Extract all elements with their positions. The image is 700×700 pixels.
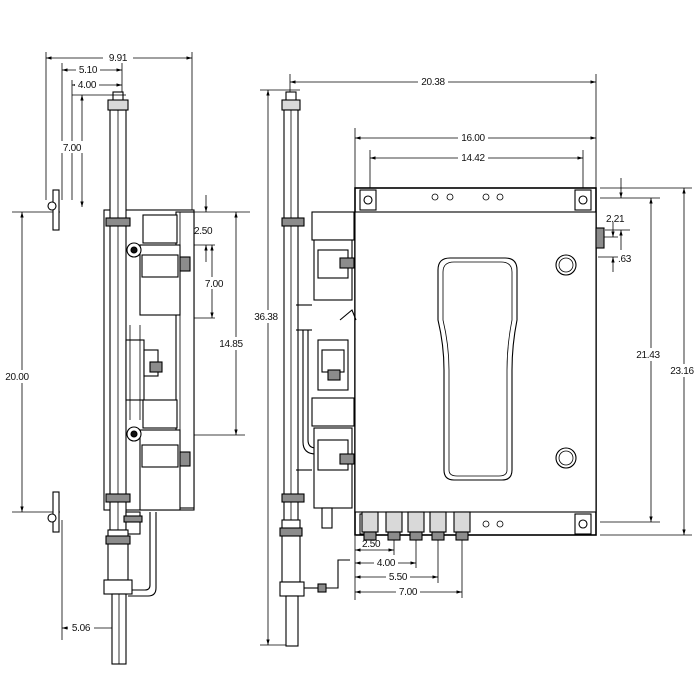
svg-text:21.43: 21.43	[636, 350, 660, 361]
svg-text:23.16: 23.16	[670, 366, 694, 377]
dim-door-height: 21.43	[600, 197, 664, 523]
svg-text:7.00: 7.00	[399, 587, 418, 598]
dim-mount-hole-spacing: 14.42	[370, 151, 583, 164]
lower-regulator	[126, 399, 191, 511]
dim-depth-4-00: 4.00	[72, 78, 122, 91]
svg-text:5.10: 5.10	[79, 65, 98, 76]
svg-text:5.50: 5.50	[389, 572, 408, 583]
lower-mount-bracket	[47, 491, 131, 533]
svg-text:5.06: 5.06	[72, 623, 91, 634]
svg-text:4.00: 4.00	[78, 80, 97, 91]
window-recess	[437, 257, 518, 481]
top-fitting	[107, 91, 129, 111]
dim-port-4-00: 4.00	[355, 556, 416, 569]
svg-text:36.38: 36.38	[254, 312, 278, 323]
side-view: 9.91 5.10 4.00 7.00 20.00	[4, 51, 250, 665]
dim-port-2-50: 2.50	[355, 539, 394, 552]
upper-regulator	[126, 214, 191, 316]
dim-overall-height: 36.38	[252, 89, 300, 646]
upper-knob	[555, 254, 577, 276]
dim-top-fitting-height: 7.00	[60, 94, 110, 207]
svg-text:2.21: 2.21	[606, 214, 625, 225]
upper-mount-bracket	[47, 189, 131, 231]
cable-glands	[361, 511, 471, 541]
svg-text:2.50: 2.50	[194, 226, 213, 237]
middle-valve	[125, 325, 163, 420]
svg-text:4.00: 4.00	[377, 558, 396, 569]
dim-enclosure-height: 23.16	[600, 187, 697, 536]
svg-text:7.00: 7.00	[63, 143, 82, 154]
dim-mount-spacing: 20.00	[4, 211, 60, 513]
svg-text:16.00: 16.00	[461, 133, 485, 144]
svg-text:7.00: 7.00	[205, 279, 224, 290]
lower-knob	[555, 447, 577, 469]
dim-side-offset: 2.21	[605, 178, 630, 250]
svg-text:14.42: 14.42	[461, 153, 485, 164]
dim-enclosure-width: 16.00	[355, 131, 596, 144]
svg-text:20.00: 20.00	[5, 372, 29, 383]
dim-depth-5-10: 5.10	[61, 63, 122, 76]
svg-text:9.91: 9.91	[109, 53, 128, 64]
front-view: 20.38 16.00 14.42 36.38 23.16	[252, 74, 697, 647]
dim-port-7-00: 7.00	[355, 585, 462, 598]
svg-text:20.38: 20.38	[421, 77, 445, 88]
svg-text:14.85: 14.85	[219, 339, 243, 350]
side-regulator-stack	[296, 211, 357, 529]
dim-port-5-50: 5.50	[355, 570, 438, 583]
front-vertical-tube	[279, 91, 350, 647]
dim-overall-width: 20.38	[290, 75, 596, 88]
svg-text:2.50: 2.50	[362, 539, 381, 550]
svg-text:.63: .63	[618, 254, 632, 265]
bottom-piping	[103, 511, 157, 665]
dim-overall-depth: 9.91	[46, 51, 192, 64]
